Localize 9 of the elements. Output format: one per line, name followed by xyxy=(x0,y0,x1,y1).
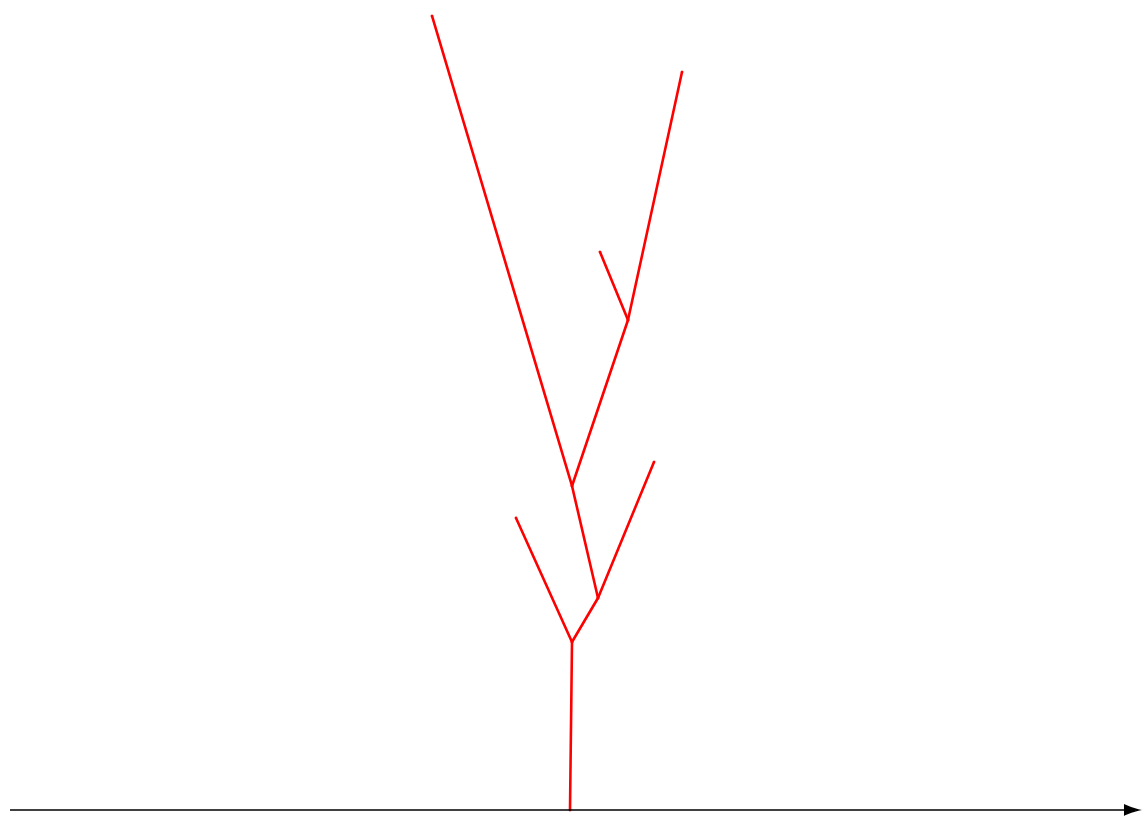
branch-line xyxy=(570,596,600,644)
branch-line xyxy=(626,70,684,322)
branch-line xyxy=(568,640,574,812)
branch-line xyxy=(596,460,656,600)
branch-line xyxy=(570,318,630,488)
branch-line xyxy=(598,250,630,322)
branch-line xyxy=(430,14,574,488)
branch-line xyxy=(570,484,600,600)
branch-line xyxy=(514,516,574,644)
